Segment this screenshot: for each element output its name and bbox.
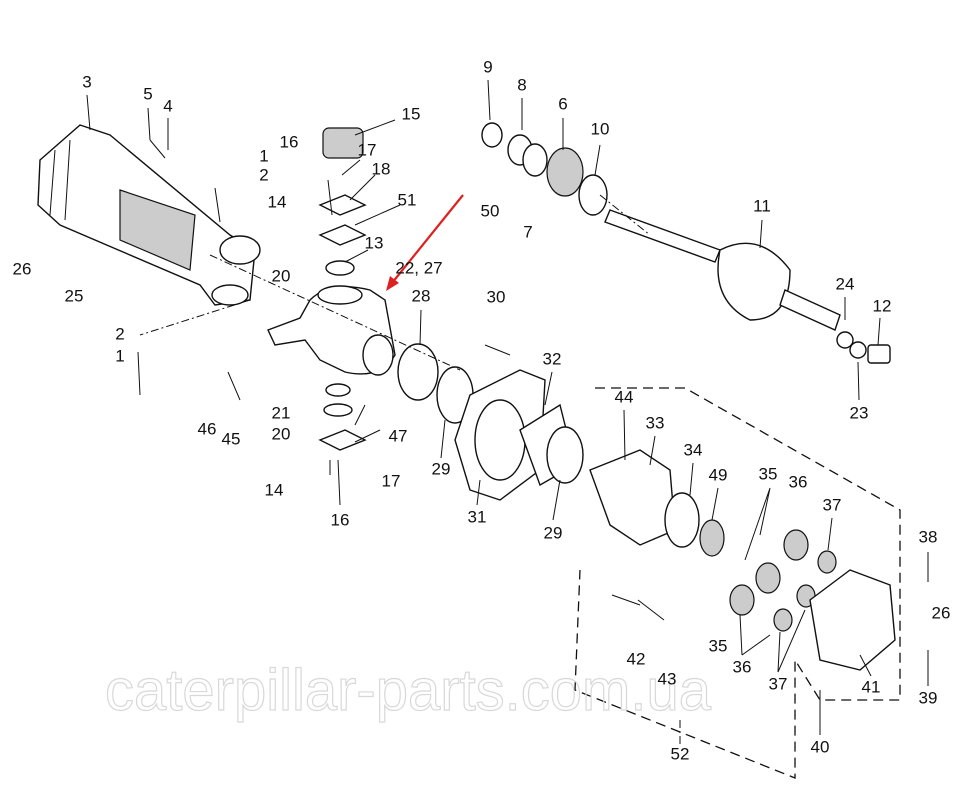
callout: 37 — [769, 674, 788, 693]
carrier-34 — [664, 492, 700, 548]
highlight-arrow — [386, 194, 464, 291]
callout: 38 — [919, 527, 938, 546]
callout: 29 — [544, 523, 563, 542]
callout: 46 — [198, 419, 217, 438]
callout: 26 — [932, 603, 951, 622]
callout: 25 — [65, 286, 84, 305]
steering-knuckle — [267, 285, 396, 376]
callout: 42 — [627, 649, 646, 668]
callout: 2 — [259, 165, 268, 184]
bearing-13 — [325, 260, 355, 276]
callout: 8 — [517, 75, 526, 94]
callout: 35 — [709, 636, 728, 655]
callout: 20 — [272, 424, 291, 443]
callout-labels: 3 5 4 16 15 1 2 17 18 14 51 13 20 22, 27… — [13, 57, 951, 763]
callout: 7 — [523, 222, 532, 241]
callout: 24 — [836, 274, 855, 293]
callout: 4 — [163, 96, 172, 115]
callout: 29 — [432, 459, 451, 478]
callout: 37 — [823, 495, 842, 514]
callout: 39 — [919, 688, 938, 707]
callout: 41 — [862, 677, 881, 696]
callout: 17 — [382, 471, 401, 490]
callout: 45 — [222, 429, 241, 448]
shim-51 — [318, 224, 367, 246]
callout: 36 — [789, 472, 808, 491]
callout: 21 — [272, 403, 291, 422]
callout: 13 — [365, 233, 384, 252]
planet-gears — [729, 529, 837, 632]
callout: 50 — [481, 201, 500, 220]
callout: 6 — [558, 94, 567, 113]
callout: 26 — [13, 259, 32, 278]
callout: 32 — [543, 349, 562, 368]
callout: 3 — [82, 72, 91, 91]
callout: 1 — [115, 346, 124, 365]
callout: 1 — [259, 146, 268, 165]
planet-carrier-41 — [809, 569, 896, 671]
shaft-seals — [481, 122, 608, 216]
callout: 9 — [483, 57, 492, 76]
cap-15 — [322, 127, 364, 159]
callout: 47 — [389, 426, 408, 445]
ring-gear-33 — [589, 449, 676, 546]
callout: 14 — [268, 192, 287, 211]
callout: 43 — [658, 669, 677, 688]
callout: 20 — [272, 266, 291, 285]
callout: 5 — [143, 84, 152, 103]
callout: 44 — [615, 387, 634, 406]
seal-28 — [397, 343, 439, 401]
callout: 16 — [280, 132, 299, 151]
callout: 2 — [115, 324, 124, 343]
callout: 33 — [646, 413, 665, 432]
sun-gear-49 — [699, 519, 725, 557]
callout: 31 — [468, 507, 487, 526]
callout: 16 — [331, 510, 350, 529]
callout: 18 — [372, 159, 391, 178]
callout: 52 — [671, 744, 690, 763]
callout: 40 — [811, 737, 830, 756]
callout: 49 — [709, 465, 728, 484]
callout: 10 — [591, 119, 610, 138]
plate-18 — [318, 194, 367, 216]
axle-housing — [37, 124, 261, 306]
callout: 14 — [265, 480, 284, 499]
assembly-52-boundary — [574, 387, 901, 779]
watermark: caterpillar-parts.com.ua — [105, 658, 712, 723]
callout: 35 — [759, 464, 778, 483]
callout: 23 — [850, 403, 869, 422]
callout: 15 — [402, 104, 421, 123]
callout: 36 — [733, 657, 752, 676]
callout: 11 — [753, 196, 771, 215]
callout: 28 — [412, 286, 431, 305]
callout: 17 — [358, 140, 377, 159]
callout: 12 — [873, 296, 892, 315]
callout: 22, 27 — [395, 258, 442, 277]
drive-shaft-11 — [604, 209, 891, 364]
callout: 51 — [398, 190, 417, 209]
plate-lower — [318, 429, 367, 451]
callout: 30 — [487, 287, 506, 306]
callout: 34 — [684, 440, 703, 459]
